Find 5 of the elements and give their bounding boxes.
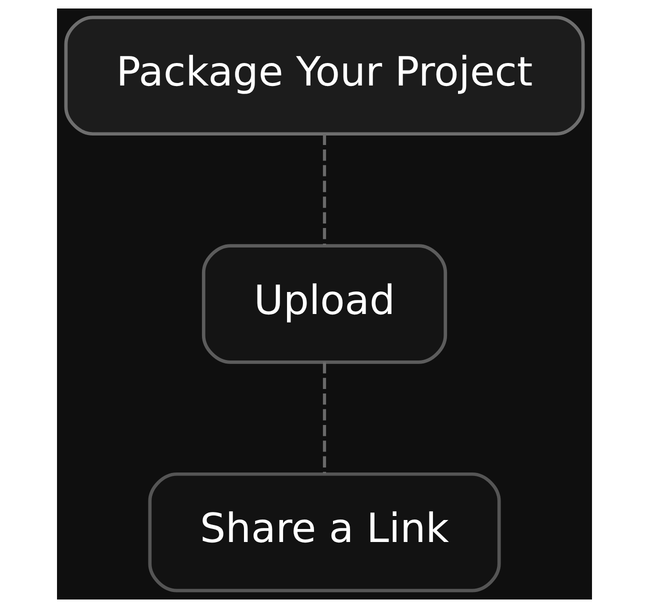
node-box: Package Your Project <box>64 16 584 136</box>
node-box: Upload <box>201 244 447 364</box>
node-box: Share a Link <box>148 472 500 592</box>
connector <box>322 362 326 474</box>
connector <box>322 134 326 246</box>
